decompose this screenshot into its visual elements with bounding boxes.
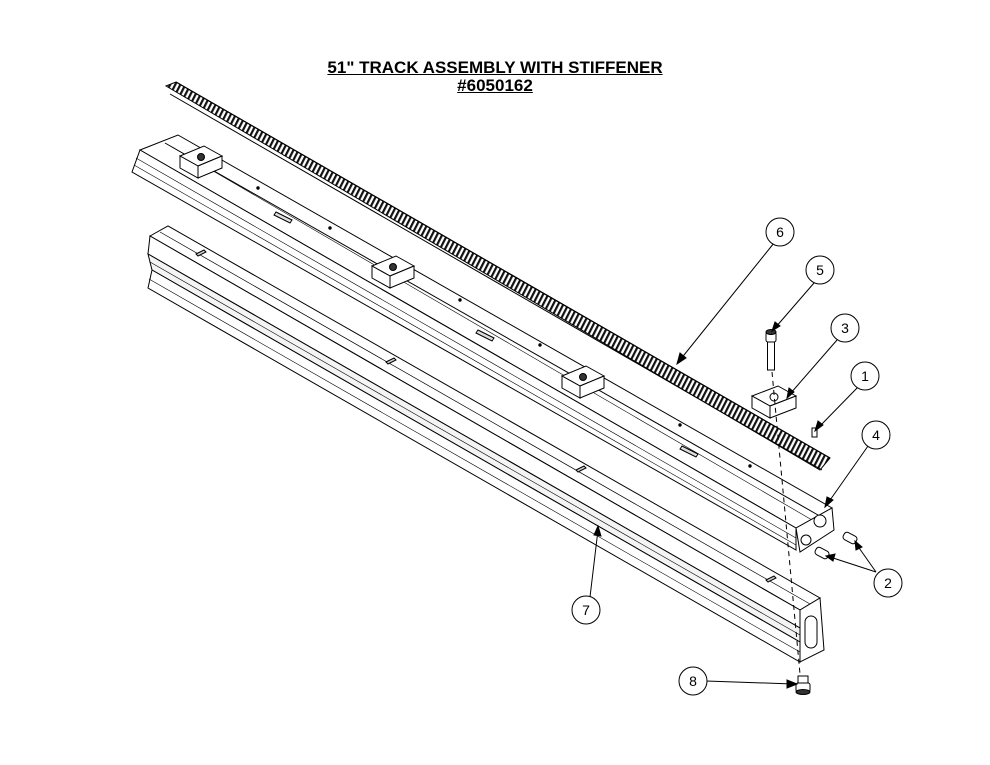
svg-text:4: 4	[872, 427, 880, 443]
stiffener-beam	[147, 225, 825, 663]
svg-text:1: 1	[861, 368, 869, 384]
gear-rack	[164, 81, 831, 471]
bolt	[795, 675, 811, 695]
rail-block	[178, 145, 224, 179]
clamp-block	[750, 385, 798, 419]
callout-balloon-8: 8	[678, 666, 708, 696]
callout-balloon-5: 5	[805, 255, 835, 285]
svg-text:8: 8	[689, 673, 697, 689]
callout-balloon-2: 2	[873, 568, 903, 598]
set-screw	[811, 427, 818, 438]
diagram-title: 51" TRACK ASSEMBLY WITH STIFFENER	[327, 58, 663, 77]
assembly-centerline	[771, 371, 801, 675]
track-rail	[131, 134, 835, 553]
callout-balloon-6: 6	[765, 217, 795, 247]
cap-screw	[765, 329, 777, 371]
part-number: #6050162	[457, 76, 533, 95]
svg-text:7: 7	[582, 602, 590, 618]
rail-block	[370, 255, 416, 289]
callout-balloon-1: 1	[850, 361, 880, 391]
svg-text:2: 2	[884, 575, 892, 591]
callout-balloon-7: 7	[571, 595, 601, 625]
svg-text:6: 6	[776, 224, 784, 240]
leader-lines	[589, 242, 877, 689]
svg-text:5: 5	[816, 262, 824, 278]
rail-block	[560, 365, 606, 399]
callout-balloon-4: 4	[861, 420, 891, 450]
svg-text:3: 3	[841, 320, 849, 336]
callout-balloon-3: 3	[830, 313, 860, 343]
